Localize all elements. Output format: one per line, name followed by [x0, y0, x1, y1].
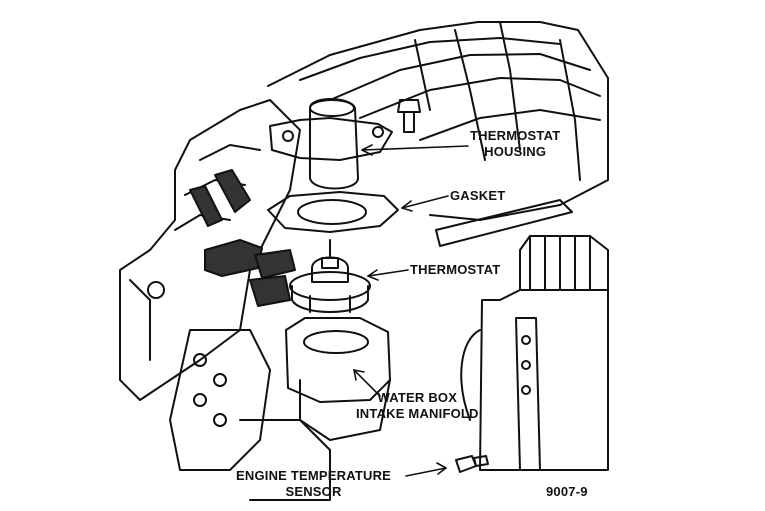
- coolant-tank: [460, 235, 609, 471]
- engine-temperature-sensor: [455, 455, 489, 473]
- intake-manifold-upper: [267, 21, 609, 221]
- bracket: [515, 317, 541, 471]
- label-water-box-line1: WATER BOX: [377, 390, 458, 405]
- label-thermostat-housing-line1: THERMOSTAT: [470, 128, 561, 143]
- figure-id: 9007-9: [546, 484, 588, 499]
- water-box: [285, 317, 391, 441]
- label-engine-temperature-sensor-line1: ENGINE TEMPERATURE: [236, 468, 392, 483]
- label-water-box-line2: INTAKE MANIFOLD: [356, 406, 479, 421]
- thermostat: [289, 239, 371, 313]
- label-thermostat-housing: THERMOSTAT HOUSING: [470, 128, 560, 160]
- hoses: [189, 169, 296, 307]
- label-water-box: WATER BOX INTAKE MANIFOLD: [356, 390, 479, 422]
- cylinder-head: [169, 329, 331, 501]
- leader-lines: [353, 144, 469, 477]
- fuel-rail: [435, 199, 573, 247]
- housing-bolt: [397, 99, 421, 133]
- label-thermostat: THERMOSTAT: [410, 262, 501, 277]
- label-thermostat-housing-line2: HOUSING: [484, 144, 547, 159]
- label-gasket: GASKET: [450, 188, 506, 203]
- gasket: [267, 191, 399, 233]
- label-engine-temperature-sensor-line2: SENSOR: [285, 484, 342, 499]
- thermostat-housing: [269, 98, 393, 190]
- label-engine-temperature-sensor: ENGINE TEMPERATURE SENSOR: [236, 468, 391, 500]
